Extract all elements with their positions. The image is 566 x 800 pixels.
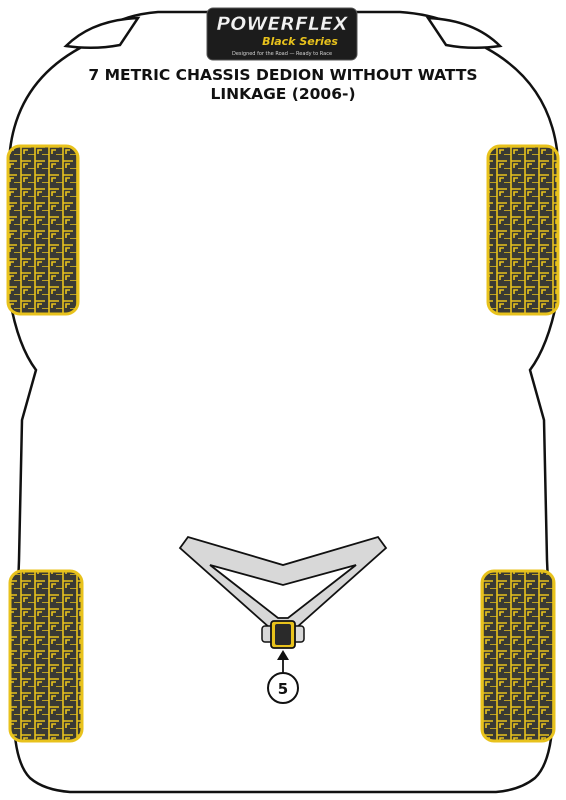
title-line-2: LINKAGE (2006-) [210,85,355,103]
callout-label: 5 [278,680,288,698]
rear-left-wheel [8,569,84,743]
callout-5: 5 [267,672,299,704]
callout-arrow [277,650,289,673]
title-line-1: 7 METRIC CHASSIS DEDION WITHOUT WATTS [88,66,477,84]
front-left-wheel [6,144,80,316]
right-light [425,16,503,49]
powerflex-logo: POWERFLEX Black Series Designed for the … [206,7,358,61]
logo-tagline: Designed for the Road — Ready to Race [232,51,332,57]
front-right-wheel [486,144,560,316]
rear-right-wheel [480,569,556,743]
logo-series: Black Series [262,35,338,48]
logo-brand: POWERFLEX [216,13,349,35]
bush-5 [261,620,305,649]
left-light [63,16,141,49]
chassis-outline [8,10,559,794]
